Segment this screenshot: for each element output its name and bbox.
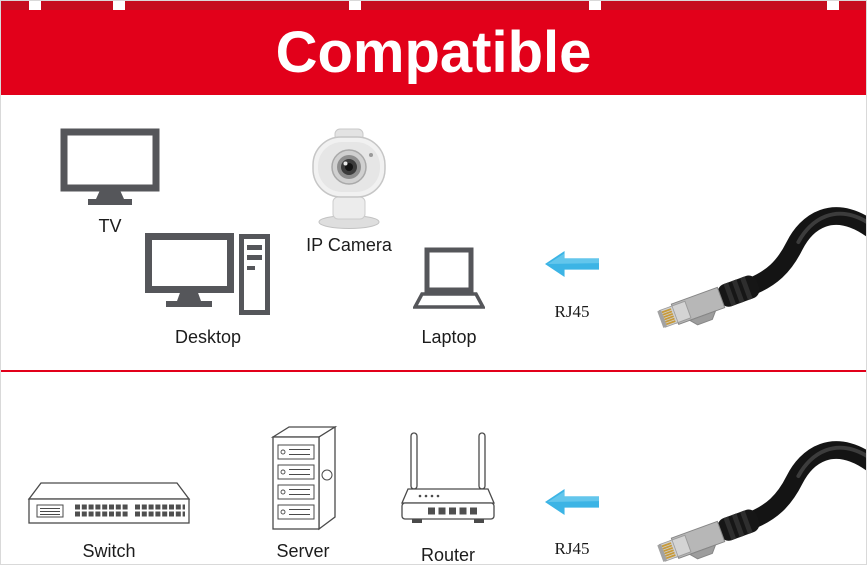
- desktop-icon: [145, 233, 270, 315]
- device-router: Router: [398, 431, 498, 565]
- device-desktop: Desktop: [145, 233, 271, 348]
- server-icon: [270, 425, 338, 531]
- device-switch: Switch: [25, 461, 193, 562]
- section-divider: [1, 370, 866, 372]
- server-label: Server: [276, 541, 330, 561]
- rj45-cable-photo-top: [621, 197, 867, 339]
- device-ip-camera: IP Camera: [294, 127, 404, 256]
- router-label: Router: [420, 545, 476, 565]
- laptop-icon: [413, 247, 485, 309]
- switch-label: Switch: [82, 541, 136, 561]
- left-arrow-icon-bottom: [545, 487, 599, 517]
- tv-icon: [60, 128, 160, 205]
- device-laptop: Laptop: [413, 247, 485, 348]
- ip-camera-icon: [312, 128, 386, 229]
- rj45-label-top: RJ45: [554, 302, 590, 321]
- banner: Compatible: [1, 10, 866, 95]
- desktop-label: Desktop: [174, 327, 242, 347]
- device-server: Server: [264, 423, 342, 562]
- rj45-label-bottom: RJ45: [554, 539, 590, 558]
- device-tv: TV: [58, 128, 162, 237]
- switch-icon: [27, 482, 191, 524]
- router-icon: [401, 432, 495, 523]
- ip-camera-label: IP Camera: [306, 235, 392, 255]
- banner-top-strip: [1, 1, 866, 10]
- left-arrow-icon-top: [545, 249, 599, 279]
- laptop-label: Laptop: [421, 327, 477, 347]
- banner-title: Compatible: [275, 19, 592, 85]
- tv-label: TV: [98, 216, 122, 236]
- rj45-cable-photo-bottom: [621, 431, 867, 565]
